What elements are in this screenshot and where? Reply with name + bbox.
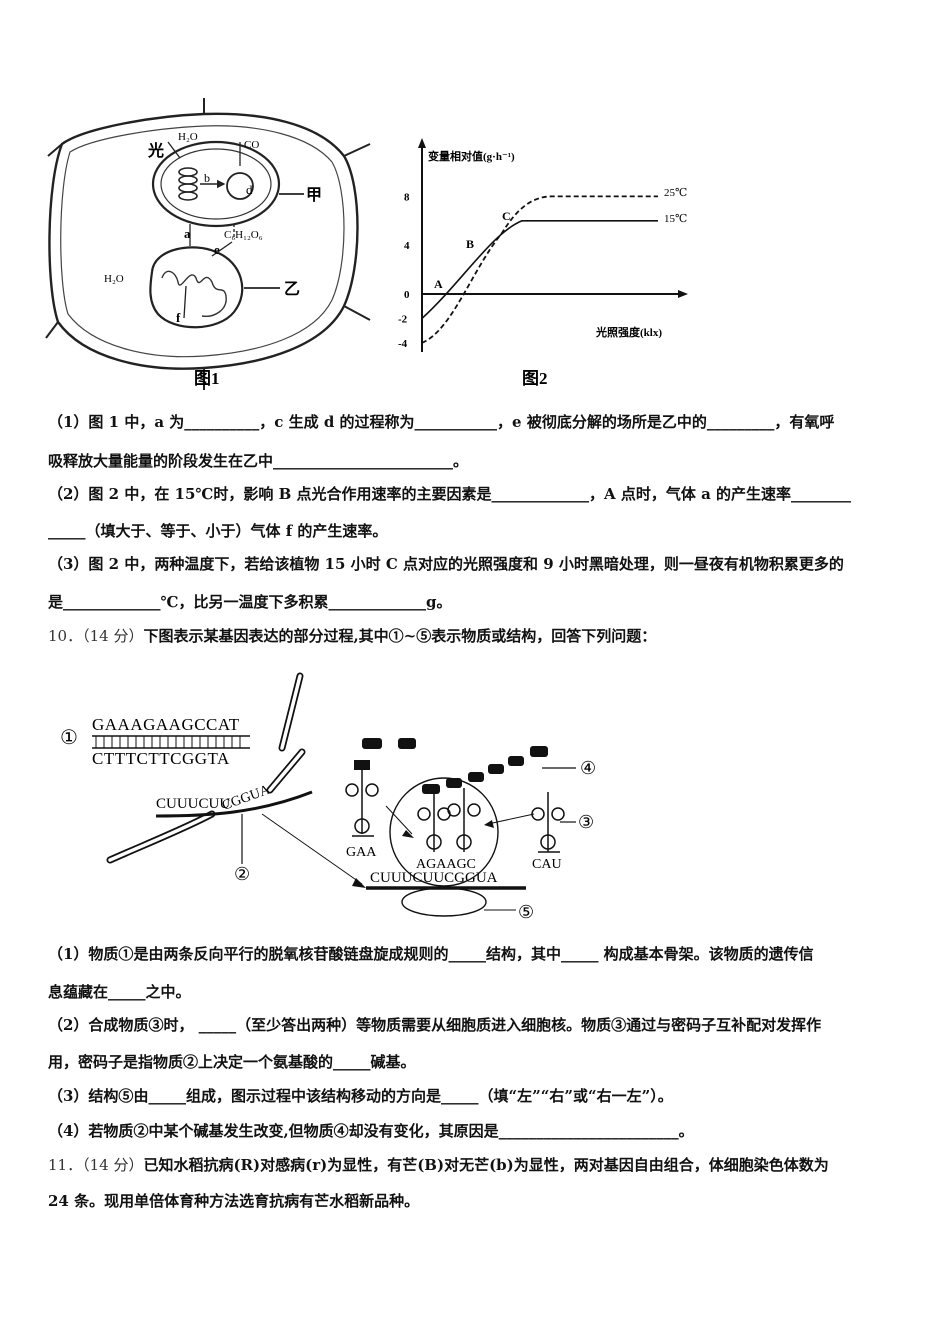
q9-part1-line1: （1）图 1 中，a 为__________，c 生成 d 的过程称为_____… — [48, 413, 835, 431]
fig1-label-h2o-top: H₂O — [178, 131, 198, 143]
q10-number: 10．（14 分） — [48, 627, 144, 645]
q10-stem: 下图表示某基因表达的部分过程,其中①~⑤表示物质或结构，回答下列问题： — [143, 627, 657, 645]
q10-header: 10．（14 分）下图表示某基因表达的部分过程,其中①~⑤表示物质或结构，回答下… — [48, 625, 656, 646]
q11-number: 11．（14 分） — [48, 1156, 144, 1174]
q11-line1: 已知水稻抗病(R)对感病(r)为显性，有芒(B)对无芒(b)为显性，两对基因自由… — [143, 1156, 829, 1174]
mark-5: ⑤ — [518, 902, 534, 922]
q10-part2-line2: 用，密码子是指物质②上决定一个氨基酸的_____碱基。 — [48, 1053, 416, 1071]
anticodon-1: GAA — [346, 845, 377, 860]
figure-1-cell-diagram: 光 H₂O CO b d a C₆H₁₂O₆ e H₂O f 甲 乙 图1 — [45, 98, 371, 390]
fig1-label-c6: C₆H₁₂O₆ — [224, 229, 263, 241]
series-25c-line — [421, 195, 658, 344]
fig1-label-yi: 乙 — [284, 281, 300, 298]
q10-part3-line1: （3）结构⑤由_____组成，图示过程中该结构移动的方向是_____（填“左”“… — [48, 1087, 673, 1105]
q9-part1-line2: 吸释放大量能量的阶段发生在乙中________________________。 — [48, 452, 469, 470]
q10-part4-line1: （4）若物质②中某个碱基发生改变,但物质④却没有变化，其原因是_________… — [48, 1122, 694, 1140]
figure-2-chart: 变量相对值(g·h⁻¹) 光照强度(klx) 8 4 0 -2 -4 A B C 25℃… — [398, 138, 688, 388]
q10-part1-line2: 息蕴藏在_____之中。 — [48, 983, 191, 1001]
q9-part2-line2: _____（填大于、等于、小于）气体 f 的产生速率。 — [48, 522, 388, 540]
y-tick-label: 8 — [404, 191, 410, 203]
series-label-15c: 15℃ — [664, 213, 687, 225]
mark-1: ① — [60, 727, 78, 749]
q10-part2-line1: （2）合成物质③时， _____（至少答出两种）等物质需要从细胞质进入细胞核。物… — [48, 1016, 822, 1034]
dna-bottom-strand: CTTTCTTCGGTA — [92, 749, 230, 768]
fig2-caption: 图2 — [522, 369, 548, 388]
fig1-label-jia: 甲 — [306, 186, 322, 204]
y-tick-label: 4 — [404, 240, 410, 252]
mrna-left-sequence: CUUUCUU — [156, 796, 230, 812]
fig1-label-co2: CO — [244, 139, 259, 151]
mark-4: ④ — [580, 758, 596, 778]
q10-part1-line1: （1）物质①是由两条反向平行的脱氧核苷酸链盘旋成规则的_____结构，其中___… — [48, 945, 814, 963]
anticodon-3: CAU — [532, 857, 562, 872]
series-label-25c: 25℃ — [664, 187, 687, 199]
fig1-label-h2o-left: H₂O — [104, 273, 124, 285]
mark-3: ③ — [578, 812, 594, 832]
fig1-label-a: a — [184, 226, 191, 241]
q9-part3-line1: （3）图 2 中，两种温度下，若给该植物 15 小时 C 点对应的光照强度和 9… — [48, 555, 844, 573]
chart-ylabel: 变量相对值(g·h⁻¹) — [428, 149, 515, 163]
dna-top-strand: GAAAGAAGCCAT — [92, 715, 240, 734]
point-label-b: B — [466, 237, 474, 251]
series-15c-line — [421, 220, 658, 319]
fig1-label-f: f — [176, 310, 181, 325]
fig1-label-e: e — [214, 242, 220, 257]
mrna-right-sequence: CUUUCUUCGGUA — [370, 870, 498, 886]
q11-line2: 24 条。现用单倍体育种方法选育抗病有芒水稻新品种。 — [48, 1192, 420, 1210]
q9-part3-line2: 是_____________℃，比另一温度下多积累_____________g。 — [48, 593, 452, 611]
anticodon-2: AGAAGC — [416, 857, 476, 872]
q11-header: 11．（14 分）已知水稻抗病(R)对感病(r)为显性，有芒(B)对无芒(b)为… — [48, 1154, 829, 1175]
chart-xlabel: 光照强度(klx) — [595, 325, 662, 339]
fig1-label-light: 光 — [147, 141, 164, 160]
fig1-label-b: b — [204, 171, 210, 185]
figure-gene-expression: ① GAAAGAAGCCAT CTTTCTTCGGTA CUUUCUU CGGU… — [60, 672, 596, 922]
mark-2: ② — [234, 864, 250, 884]
y-tick-label: 0 — [404, 289, 410, 301]
y-tick-label: -4 — [398, 338, 408, 350]
point-label-c: C — [502, 209, 511, 223]
fig1-caption: 图1 — [194, 369, 220, 388]
q9-part2-line1: （2）图 2 中，在 15℃时，影响 B 点光合作用速率的主要因素是______… — [48, 485, 852, 503]
fig1-label-d: d — [246, 182, 253, 197]
point-label-a: A — [434, 277, 443, 291]
y-tick-label: -2 — [398, 313, 408, 325]
